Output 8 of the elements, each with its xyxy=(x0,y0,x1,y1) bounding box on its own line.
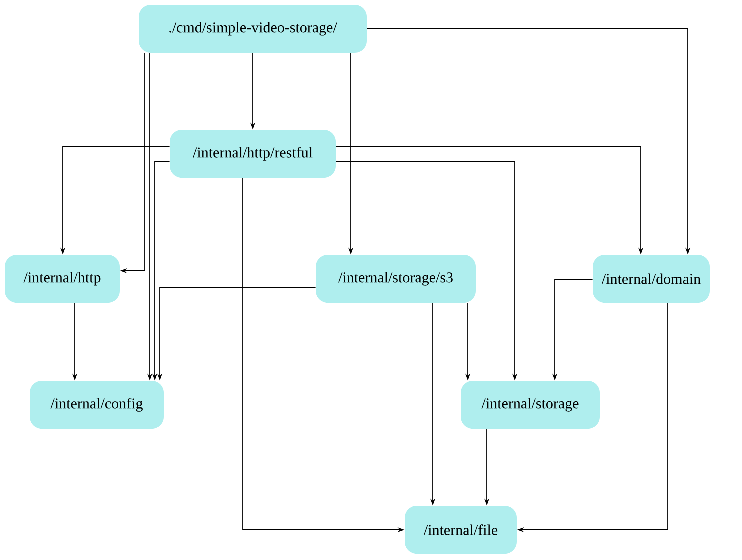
module-box: /internal/http/restful xyxy=(170,130,336,178)
module-box: /internal/storage xyxy=(461,381,600,429)
module-box: /internal/http xyxy=(5,255,120,303)
module-box: /internal/config xyxy=(30,381,164,429)
module-box: /internal/file xyxy=(405,506,517,554)
module-box: /internal/storage/s3 xyxy=(316,255,476,303)
module-box: /internal/domain xyxy=(593,255,710,303)
module-box: ./cmd/simple-video-storage/ xyxy=(139,5,367,53)
